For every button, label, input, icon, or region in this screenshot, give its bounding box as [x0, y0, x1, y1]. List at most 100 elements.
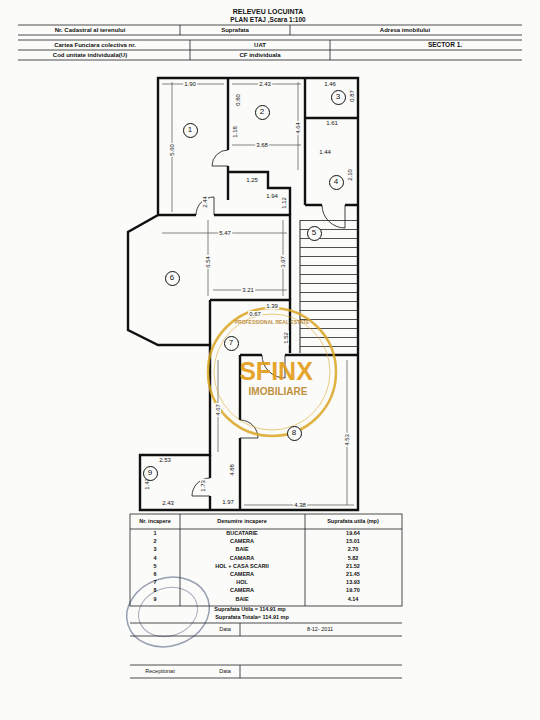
- table-cell: 7: [153, 580, 156, 586]
- table-cell: 21.52: [346, 564, 360, 570]
- header-cell: UAT: [254, 42, 266, 48]
- dimension: 5.47: [218, 230, 232, 236]
- dimension: 1.52: [283, 331, 289, 345]
- header-cell: PLAN ETAJ ,Scara 1:100: [230, 17, 305, 24]
- table-cell: 19.70: [346, 589, 360, 595]
- surface-table: [130, 514, 402, 678]
- dimension: 3.97: [280, 255, 286, 269]
- header-cell: Adresa imobilului: [380, 27, 430, 33]
- header-cell: Cod unitate individuala(U): [53, 52, 127, 58]
- table-cell: 15.01: [346, 539, 360, 545]
- stair-steps: [300, 220, 358, 353]
- room-number: 5: [307, 226, 322, 241]
- room-number-text: 6: [170, 274, 174, 282]
- room-number: 4: [329, 175, 344, 190]
- table-cell: 4: [153, 556, 156, 562]
- dimension: 3.21: [241, 287, 255, 293]
- table-cell: HOL + CASA SCARII: [215, 564, 268, 570]
- dimension: 0.87: [349, 89, 355, 103]
- dimension: 1.90: [183, 81, 197, 87]
- room-number-text: 4: [334, 178, 338, 186]
- table-cell: 3: [153, 548, 156, 554]
- dimension: 3.68: [255, 142, 269, 148]
- door-swings: [192, 150, 345, 496]
- header-table: [18, 25, 522, 60]
- table-header: Nr. incapere: [139, 519, 171, 525]
- room-number: 9: [143, 466, 158, 481]
- room-number-text: 8: [292, 429, 296, 437]
- dimension: 6.54: [205, 255, 211, 269]
- dimension: 0.80: [235, 93, 241, 107]
- table-cell: CAMERA: [230, 572, 254, 578]
- table-cell: 9: [153, 597, 156, 603]
- table-cell: CAMERA: [230, 539, 254, 545]
- dimension: 2.43: [258, 81, 272, 87]
- room-number-text: 1: [188, 126, 192, 134]
- header-cell: CF individuala: [239, 52, 280, 58]
- surface-total: Suprafata Utila = 114.91 mp: [214, 607, 285, 613]
- table-cell: 4.14: [348, 597, 359, 603]
- form-field: Data: [219, 669, 231, 675]
- watermark-ring: [208, 308, 336, 436]
- dimension: 4.53: [344, 433, 350, 447]
- table-cell: CAMARA: [230, 556, 254, 562]
- dimension: 2.44: [202, 195, 208, 209]
- dimension: 5.60: [169, 143, 175, 157]
- stair-edge: [300, 220, 301, 353]
- dimension: 2.43: [161, 500, 175, 506]
- dimension: 1.61: [325, 120, 339, 126]
- table-cell: 2: [153, 539, 156, 545]
- table-cell: 2.70: [348, 548, 359, 554]
- table-header: Denumire incapere: [217, 519, 267, 525]
- table-cell: 6: [153, 572, 156, 578]
- room-number: 6: [165, 271, 180, 286]
- dimension: 1.46: [323, 81, 337, 87]
- dimension: 1.97: [221, 499, 235, 505]
- table-cell: 5.82: [348, 556, 359, 562]
- dimension: 1.44: [318, 149, 332, 155]
- watermark-text: IMOBILIARE: [249, 387, 308, 397]
- header-cell: Nr. Cadastral al terenului: [55, 27, 126, 33]
- room-number: 2: [255, 105, 270, 120]
- dimension: 1.25: [245, 177, 259, 183]
- dimension: 1.12: [281, 196, 287, 210]
- dimension: 1.18: [232, 125, 238, 139]
- table-cell: BAIE: [235, 597, 248, 603]
- plan-title: RELEVEU LOCUINTA: [233, 8, 304, 15]
- dimension: 4.67: [215, 403, 221, 417]
- form-date: 8-12- 2011: [307, 627, 333, 633]
- table-cell: BAIE: [235, 548, 248, 554]
- dimension: 1.94: [265, 193, 279, 199]
- dimension: 1.39: [265, 303, 279, 309]
- stamp-inner: [132, 580, 204, 644]
- room-number: 8: [287, 426, 302, 441]
- table-cell: 13.93: [346, 580, 360, 586]
- watermark-ring-inner: [214, 314, 330, 430]
- surface-total: Suprafata Totala= 114.91 mp: [215, 615, 289, 621]
- walls: [128, 78, 358, 510]
- header-cell: Suprafata: [221, 27, 249, 33]
- form-field: Receptionat: [145, 669, 174, 675]
- room-number: 1: [183, 123, 198, 138]
- table-cell: 21.45: [346, 572, 360, 578]
- dimension: 0.67: [248, 311, 262, 317]
- stamp: [118, 567, 219, 658]
- table-cell: BUCATARIE: [226, 531, 258, 537]
- table-cell: 19.64: [346, 531, 360, 537]
- dimension: 4.88: [229, 463, 235, 477]
- table-cell: 8: [153, 589, 156, 595]
- header-cell: Cartea Funciara colectiva nr.: [54, 42, 136, 48]
- watermark-text: PROFESSIONAL REAL ESTATE: [235, 320, 310, 325]
- room-number: 7: [224, 336, 239, 351]
- dimension: 4.64: [295, 121, 301, 135]
- header-cell: SECTOR 1.: [428, 42, 462, 49]
- dimension: 2.53: [158, 457, 172, 463]
- room-number-text: 2: [260, 108, 264, 116]
- room-number-text: 5: [312, 229, 316, 237]
- dimension: 2.10: [347, 168, 353, 182]
- dimension-lines: [162, 82, 354, 505]
- room-number: 3: [331, 90, 346, 105]
- table-header: Suprafata utila (mp): [327, 519, 379, 525]
- table-cell: 5: [153, 564, 156, 570]
